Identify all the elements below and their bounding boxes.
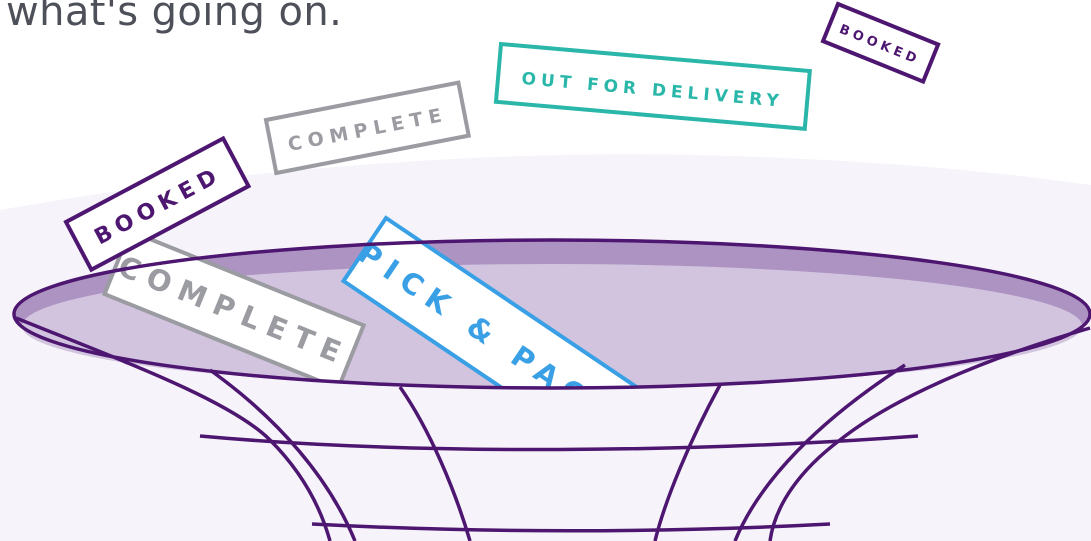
booked-tag-right: BOOKED (823, 4, 938, 82)
complete-tag-upper: COMPLETE (266, 83, 469, 173)
out-for-delivery-tag: OUT FOR DELIVERY (496, 44, 810, 129)
